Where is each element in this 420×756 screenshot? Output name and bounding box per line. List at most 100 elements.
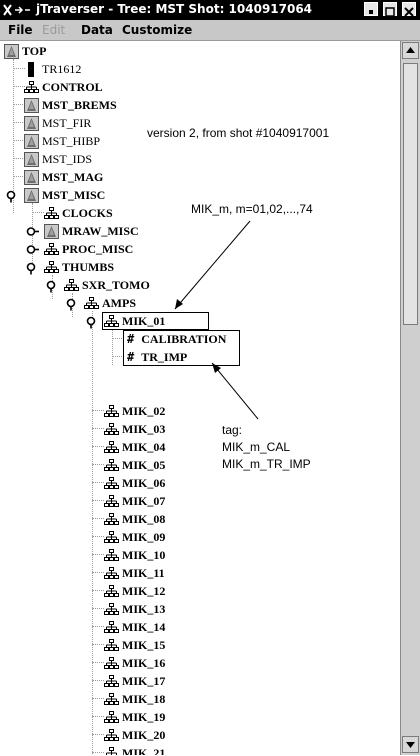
tree-node-mik[interactable]: MIK_11 [104,564,165,582]
subtree-icon [24,152,39,167]
tree-node-thumbs[interactable]: THUMBS [26,258,114,276]
tree-node-mik[interactable]: MIK_10 [104,546,165,564]
tree-node-proc-misc[interactable]: PROC_MISC [26,240,133,258]
node-label: MST_MAG [42,169,104,184]
collapsed-toggle-icon[interactable] [26,242,41,257]
node-label: MIK_18 [122,691,166,706]
tree-node-mik[interactable]: MIK_16 [104,654,165,672]
tree-connector [13,86,25,87]
node-label: MIK_17 [122,673,166,688]
structure-icon [104,728,119,743]
tree-connector [92,644,104,645]
node-label: TOP [22,43,47,58]
structure-icon [44,206,59,221]
tree-node-mik[interactable]: MIK_19 [104,708,165,726]
node-label: MIK_14 [122,619,166,634]
menu-edit[interactable]: Edit [42,23,66,37]
tree-node-mik[interactable]: MIK_07 [104,492,165,510]
maximize-button[interactable] [383,2,397,17]
tree-connector [92,500,104,501]
node-label: MIK_19 [122,709,166,724]
tree-node-mik[interactable]: MIK_14 [104,618,165,636]
tree-view[interactable]: TOP TR1612 CONTROL MST_BREMS MST_FIR MST… [0,41,400,755]
tree-node-mst-mag[interactable]: MST_MAG [24,168,103,186]
node-label: MIK_12 [122,583,166,598]
structure-icon [104,638,119,653]
expanded-toggle-icon[interactable] [26,260,41,275]
subtree-icon [4,44,19,59]
vertical-scrollbar[interactable] [400,41,420,755]
tree-node-mik-01[interactable]: MIK_01 [86,312,165,330]
tree-node-mik[interactable]: MIK_03 [104,420,165,438]
structure-icon [104,566,119,581]
scroll-thumb[interactable] [403,63,418,325]
window-menu-icon[interactable] [2,2,32,18]
tree-node-mik[interactable]: MIK_12 [104,582,165,600]
tree-node-mraw-misc[interactable]: MRAW_MISC [26,222,139,240]
tree-node-mik[interactable]: MIK_04 [104,438,165,456]
structure-icon [104,674,119,689]
tree-connector [13,158,25,159]
mik-range-note: MIK_m, m=01,02,...,74 [191,202,313,216]
menu-data[interactable]: Data [81,23,113,37]
tree-connector [92,734,104,735]
node-label: MIK_03 [122,421,166,436]
tree-node-mst-hibp[interactable]: MST_HIBP [24,132,100,150]
menu-customize[interactable]: Customize [122,23,193,37]
tree-connector [92,482,104,483]
tree-node-mik[interactable]: MIK_17 [104,672,165,690]
collapsed-toggle-icon[interactable] [26,224,41,239]
structure-icon [104,548,119,563]
tree-node-sxr-tomo[interactable]: SXR_TOMO [46,276,150,294]
tree-connector [92,590,104,591]
tree-node-clocks[interactable]: CLOCKS [44,204,113,222]
scroll-down-button[interactable] [402,736,419,753]
expanded-toggle-icon[interactable] [6,188,21,203]
tree-node-mik[interactable]: MIK_20 [104,726,165,744]
tree-node-mik[interactable]: MIK_13 [104,600,165,618]
tree-node-tr1612[interactable]: TR1612 [24,60,81,78]
structure-icon [24,80,39,95]
tree-node-mik[interactable]: MIK_09 [104,528,165,546]
tree-connector [92,410,104,411]
expanded-toggle-icon[interactable] [66,296,81,311]
tree-node-mik[interactable]: MIK_08 [104,510,165,528]
structure-icon [104,692,119,707]
tree-node-tr-imp[interactable]: # TR_IMP [125,348,187,366]
tree-connector [13,68,25,69]
structure-icon [104,620,119,635]
arrow-to-mik01 [174,220,251,310]
tree-connector [92,464,104,465]
tree-node-control[interactable]: CONTROL [24,78,103,96]
structure-icon [104,458,119,473]
node-label: MIK_06 [122,475,166,490]
tree-node-calibration[interactable]: # CALIBRATION [125,330,226,348]
expanded-toggle-icon[interactable] [86,314,101,329]
node-label: CLOCKS [62,205,113,220]
tree-node-amps[interactable]: AMPS [66,294,136,312]
tree-node-mik[interactable]: MIK_21 [104,744,165,755]
structure-icon [84,296,99,311]
tree-node-mst-misc[interactable]: MST_MISC [6,186,105,204]
tree-node-mik[interactable]: MIK_06 [104,474,165,492]
tree-node-mik[interactable]: MIK_05 [104,456,165,474]
tree-node-mst-ids[interactable]: MST_IDS [24,150,92,168]
tree-connector [92,626,104,627]
scroll-up-button[interactable] [402,42,419,59]
menu-file[interactable]: File [8,23,33,37]
tree-connector [92,572,104,573]
arrow-to-tr-imp [211,362,259,420]
tree-node-mik[interactable]: MIK_15 [104,636,165,654]
tree-node-mst-brems[interactable]: MST_BREMS [24,96,117,114]
expanded-toggle-icon[interactable] [46,278,61,293]
subtree-icon [24,98,39,113]
minimize-button[interactable] [364,2,378,16]
close-button[interactable] [402,2,416,17]
node-label: MIK_09 [122,529,166,544]
tree-node-mik[interactable]: MIK_02 [104,402,165,420]
node-label: TR_IMP [141,349,188,364]
tree-node-top[interactable]: TOP [4,42,46,60]
tree-node-mik[interactable]: MIK_18 [104,690,165,708]
tree-node-mst-fir[interactable]: MST_FIR [24,114,91,132]
node-label: MIK_20 [122,727,166,742]
